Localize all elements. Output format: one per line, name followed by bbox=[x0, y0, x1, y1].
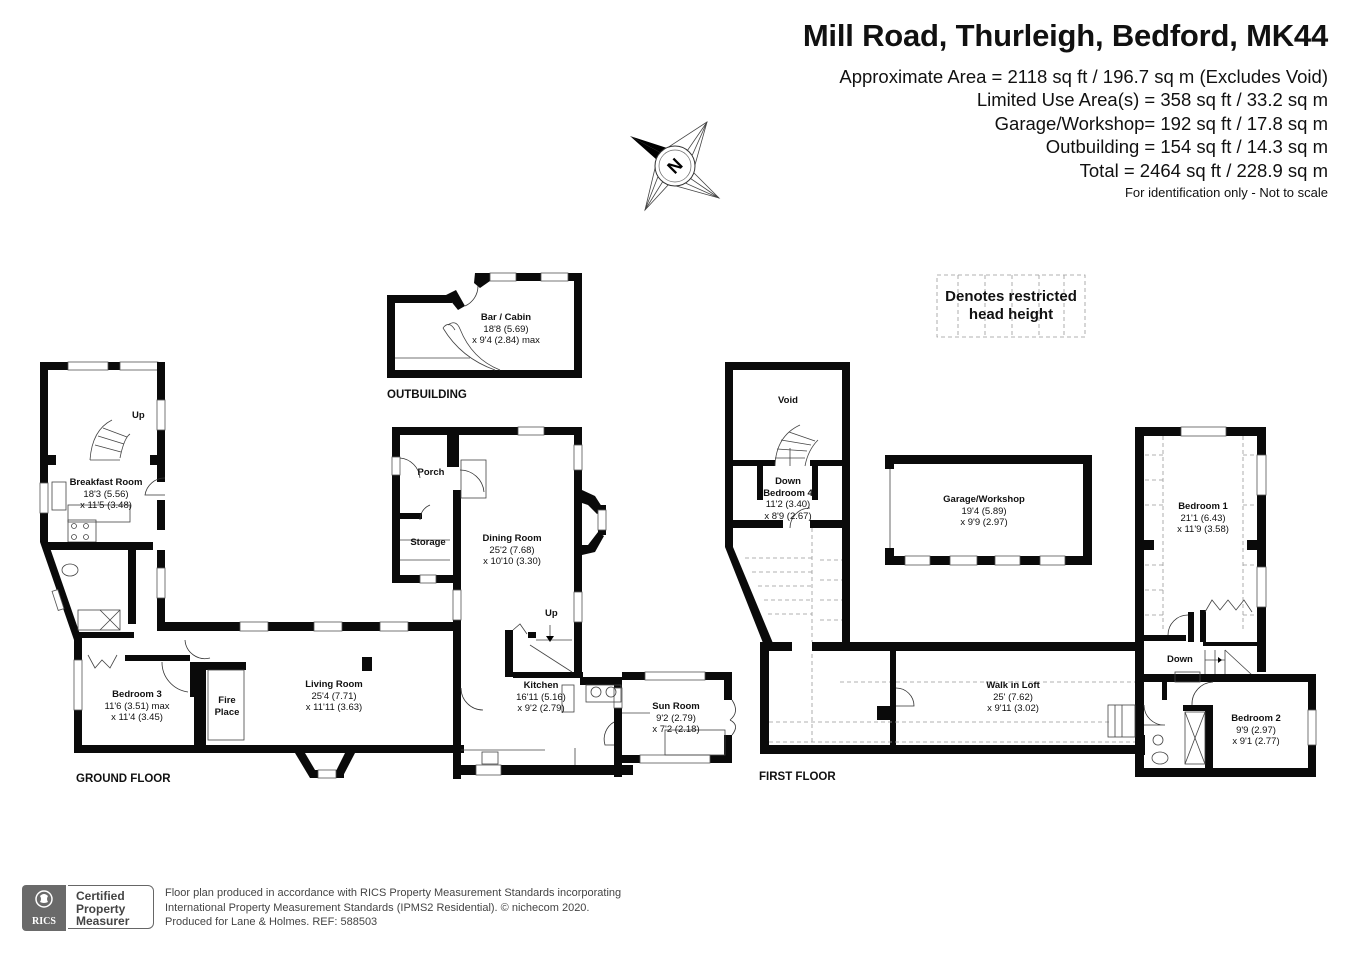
room-dimension: x 8'9 (2.67) bbox=[764, 510, 812, 522]
room-dimension: 9'9 (2.97) bbox=[1236, 724, 1276, 736]
stairs-up-label: Up bbox=[545, 608, 558, 619]
floor-label-outbuilding: OUTBUILDING bbox=[387, 389, 467, 401]
room-dimension: x 9'9 (2.97) bbox=[960, 517, 1008, 528]
room-name: Storage bbox=[410, 537, 446, 548]
room-dimension: x 9'4 (2.84) max bbox=[472, 335, 540, 346]
room-dining: Dining Room 25'2 (7.68) x 10'10 (3.30) bbox=[482, 533, 541, 568]
room-dimension: 25'2 (7.68) bbox=[489, 544, 535, 556]
stairs-down-label: Down bbox=[1167, 654, 1193, 665]
room-name: Bedroom 4 bbox=[763, 487, 813, 499]
certified-measurer-badge: Certified Property Measurer bbox=[68, 885, 154, 929]
room-name: Garage/Workshop bbox=[943, 494, 1025, 505]
rics-lion-icon bbox=[35, 890, 53, 908]
room-dimension: 16'11 (5.16) bbox=[516, 691, 566, 703]
room-dimension: 25'4 (7.71) bbox=[311, 690, 357, 702]
footer-note-ref: Produced for Lane & Holmes. REF: 588503 bbox=[165, 916, 378, 928]
room-dimension: x 11'4 (3.45) bbox=[111, 712, 163, 723]
fireplace: Fire Place bbox=[214, 695, 240, 718]
room-bedroom-4: Down Bedroom 4 11'2 (3.40) x 8'9 (2.67) bbox=[763, 476, 813, 522]
total-area: Total = 2464 sq ft / 228.9 sq m bbox=[1079, 159, 1328, 181]
room-name: Bar / Cabin bbox=[480, 312, 532, 323]
room-dimension: x 10'10 (3.30) bbox=[483, 556, 541, 567]
rics-logo: RICS bbox=[22, 885, 66, 931]
room-dimension: x 11'9 (3.58) bbox=[1177, 524, 1229, 535]
room-dimension: 18'3 (5.56) bbox=[83, 488, 129, 500]
room-dimension: x 11'5 (3.48) bbox=[80, 500, 132, 511]
room-name: Walk in Loft bbox=[986, 680, 1040, 691]
floor-label-ground: GROUND FLOOR bbox=[76, 773, 171, 785]
room-name: Void bbox=[778, 395, 798, 406]
room-sun-room: Sun Room 9'2 (2.79) x 7'2 (2.18) bbox=[652, 701, 700, 736]
room-dimension: 18'8 (5.69) bbox=[483, 323, 529, 335]
first-floor-plan bbox=[725, 362, 1317, 777]
stairs-up-label: Up bbox=[132, 410, 145, 421]
room-bedroom-1: Bedroom 1 21'1 (6.43) x 11'9 (3.58) bbox=[1177, 501, 1229, 536]
garage-workshop-area: Garage/Workshop= 192 sq ft / 17.8 sq m bbox=[994, 112, 1328, 134]
room-name: Porch bbox=[417, 467, 445, 478]
room-dimension: 9'2 (2.79) bbox=[656, 712, 696, 724]
property-title: Mill Road, Thurleigh, Bedford, MK44 bbox=[802, 18, 1328, 53]
approximate-area: Approximate Area = 2118 sq ft / 196.7 sq… bbox=[839, 66, 1328, 87]
floor-label-first: FIRST FLOOR bbox=[759, 771, 836, 783]
outbuilding-plan bbox=[387, 272, 582, 378]
room-dimension: 21'1 (6.43) bbox=[1180, 512, 1226, 524]
room-name: Bedroom 1 bbox=[1178, 501, 1228, 512]
restricted-height-legend-box bbox=[936, 274, 1086, 338]
room-void: Void bbox=[778, 395, 798, 407]
room-dimension: x 9'2 (2.79) bbox=[517, 703, 565, 714]
room-porch: Porch bbox=[418, 467, 445, 479]
room-dimension: 19'4 (5.89) bbox=[961, 505, 1007, 517]
legend-line-2: head height bbox=[968, 306, 1054, 323]
room-name: Dining Room bbox=[482, 533, 542, 544]
room-bedroom-2: Bedroom 2 9'9 (2.97) x 9'1 (2.77) bbox=[1231, 713, 1281, 748]
rics-label: RICS bbox=[32, 916, 56, 927]
room-bar-cabin: Bar / Cabin 18'8 (5.69) x 9'4 (2.84) max bbox=[472, 312, 540, 347]
room-dimension: 11'6 (3.51) max bbox=[104, 700, 170, 712]
room-name: Living Room bbox=[305, 679, 363, 690]
room-name: Breakfast Room bbox=[69, 477, 143, 488]
room-living: Living Room 25'4 (7.71) x 11'11 (3.63) bbox=[305, 679, 363, 714]
room-name: Bedroom 2 bbox=[1231, 713, 1281, 724]
room-garage-workshop: Garage/Workshop 19'4 (5.89) x 9'9 (2.97) bbox=[943, 494, 1025, 529]
room-name: Kitchen bbox=[523, 680, 559, 691]
room-dimension: x 11'11 (3.63) bbox=[305, 702, 363, 713]
ground-floor-plan bbox=[39, 361, 736, 779]
footer-note-rics: Floor plan produced in accordance with R… bbox=[165, 887, 622, 899]
room-dimension: x 9'1 (2.77) bbox=[1232, 736, 1280, 747]
legend-line-1: Denotes restricted bbox=[945, 288, 1077, 305]
area-summary: Approximate Area = 2118 sq ft / 196.7 sq… bbox=[839, 65, 1328, 202]
north-compass-icon: N bbox=[630, 121, 721, 212]
room-storage: Storage bbox=[410, 537, 445, 549]
room-walk-in-loft: Walk in Loft 25' (7.62) x 9'11 (3.02) bbox=[986, 680, 1039, 715]
room-name: Bedroom 3 bbox=[112, 689, 162, 700]
restricted-height-legend: Denotes restricted head height bbox=[937, 275, 1085, 337]
room-bedroom-3: Bedroom 3 11'6 (3.51) max x 11'4 (3.45) bbox=[104, 689, 169, 724]
room-kitchen: Kitchen 16'11 (5.16) x 9'2 (2.79) bbox=[516, 680, 566, 715]
room-dimension: x 9'11 (3.02) bbox=[987, 703, 1039, 714]
footer-note-ipms: International Property Measurement Stand… bbox=[165, 901, 590, 914]
room-dimension: x 7'2 (2.18) bbox=[652, 724, 700, 735]
room-dimension: 11'2 (3.40) bbox=[765, 499, 811, 510]
outbuilding-area: Outbuilding = 154 sq ft / 14.3 sq m bbox=[1045, 136, 1328, 158]
limited-use-area: Limited Use Area(s) = 358 sq ft / 33.2 s… bbox=[976, 89, 1328, 111]
room-name: Sun Room bbox=[652, 701, 700, 712]
footer-notes: Floor plan produced in accordance with R… bbox=[165, 886, 621, 930]
scale-disclaimer: For identification only - Not to scale bbox=[1124, 185, 1328, 201]
room-breakfast: Breakfast Room 18'3 (5.56) x 11'5 (3.48) bbox=[70, 477, 143, 512]
stairs-down-label: Down bbox=[775, 476, 801, 487]
room-dimension: 25' (7.62) bbox=[993, 691, 1033, 703]
